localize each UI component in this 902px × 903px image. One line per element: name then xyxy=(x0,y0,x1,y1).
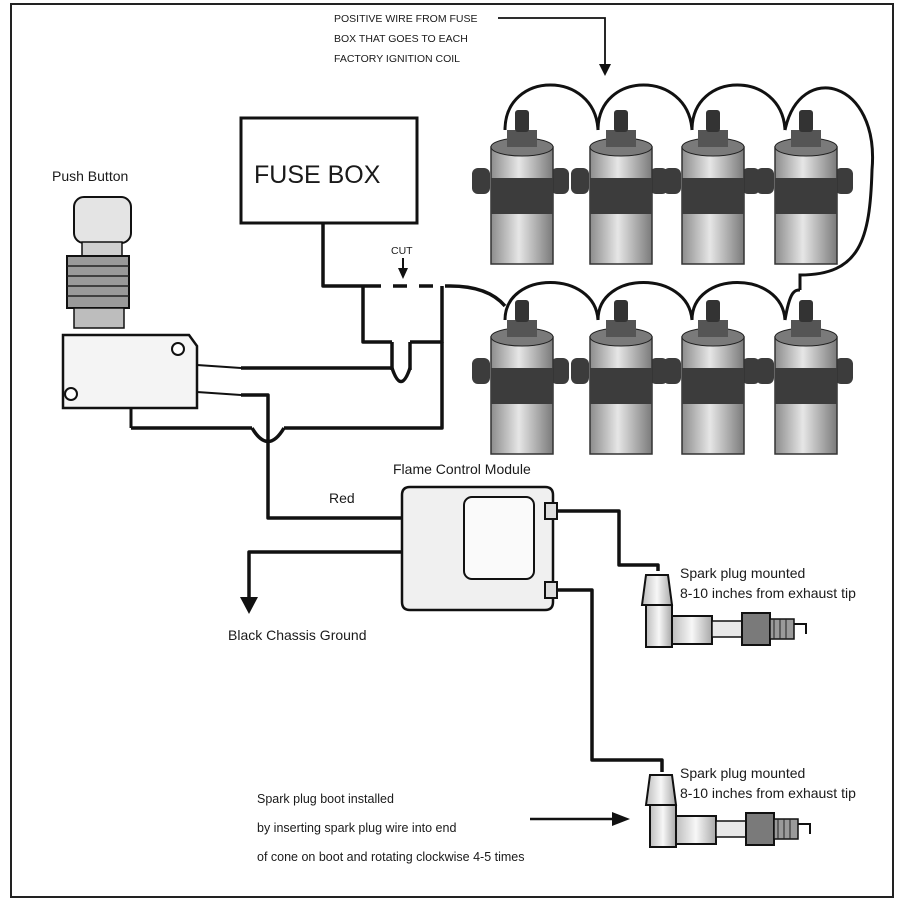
flame-control-module xyxy=(400,485,558,612)
boot-note: Spark plug boot installed by inserting s… xyxy=(257,792,525,864)
fuse-box-label: FUSE BOX xyxy=(254,161,381,189)
positive-wire-arrow xyxy=(498,17,611,76)
ground-label: Black Chassis Ground xyxy=(228,627,367,643)
wires xyxy=(131,223,664,772)
micro-switch xyxy=(61,333,242,428)
ground-arrow xyxy=(240,597,258,614)
fuse-box xyxy=(239,116,419,225)
push-button-label: Push Button xyxy=(52,168,128,184)
flame-module-label: Flame Control Module xyxy=(393,461,531,477)
ignition-coil xyxy=(472,110,569,265)
positive-wire-line-3: FACTORY IGNITION COIL xyxy=(334,53,460,65)
plug1-line-2: 8-10 inches from exhaust tip xyxy=(680,585,856,601)
push-button xyxy=(66,196,132,329)
cut-label: CUT xyxy=(391,245,413,257)
ignition-coil xyxy=(756,300,853,455)
ignition-coil xyxy=(663,300,760,455)
plug1-line-1: Spark plug mounted xyxy=(680,565,805,581)
boot-note-line-2: by inserting spark plug wire into end xyxy=(257,821,456,835)
ignition-coil xyxy=(756,110,853,265)
diagram-border xyxy=(10,3,894,898)
ignition-coil xyxy=(571,300,668,455)
red-wire-label: Red xyxy=(329,490,355,506)
ignition-coil xyxy=(571,110,668,265)
spark-plug-2 xyxy=(644,774,811,848)
ignition-coil xyxy=(663,110,760,265)
plug2-line-1: Spark plug mounted xyxy=(680,765,805,781)
coils-bottom-row xyxy=(472,300,853,455)
coil-jumper-wires xyxy=(503,83,875,321)
boot-note-line-3: of cone on boot and rotating clockwise 4… xyxy=(257,850,525,864)
spark-plug-1 xyxy=(640,574,807,648)
positive-wire-line-1: POSITIVE WIRE FROM FUSE xyxy=(334,13,478,25)
boot-note-arrow xyxy=(530,812,630,826)
boot-note-line-1: Spark plug boot installed xyxy=(257,792,394,806)
cut-arrow xyxy=(398,268,408,279)
positive-wire-label: POSITIVE WIRE FROM FUSE BOX THAT GOES TO… xyxy=(334,13,478,65)
positive-wire-line-2: BOX THAT GOES TO EACH xyxy=(334,33,468,45)
plug2-line-2: 8-10 inches from exhaust tip xyxy=(680,785,856,801)
ignition-coil xyxy=(472,300,569,455)
coils-top-row xyxy=(472,110,853,265)
